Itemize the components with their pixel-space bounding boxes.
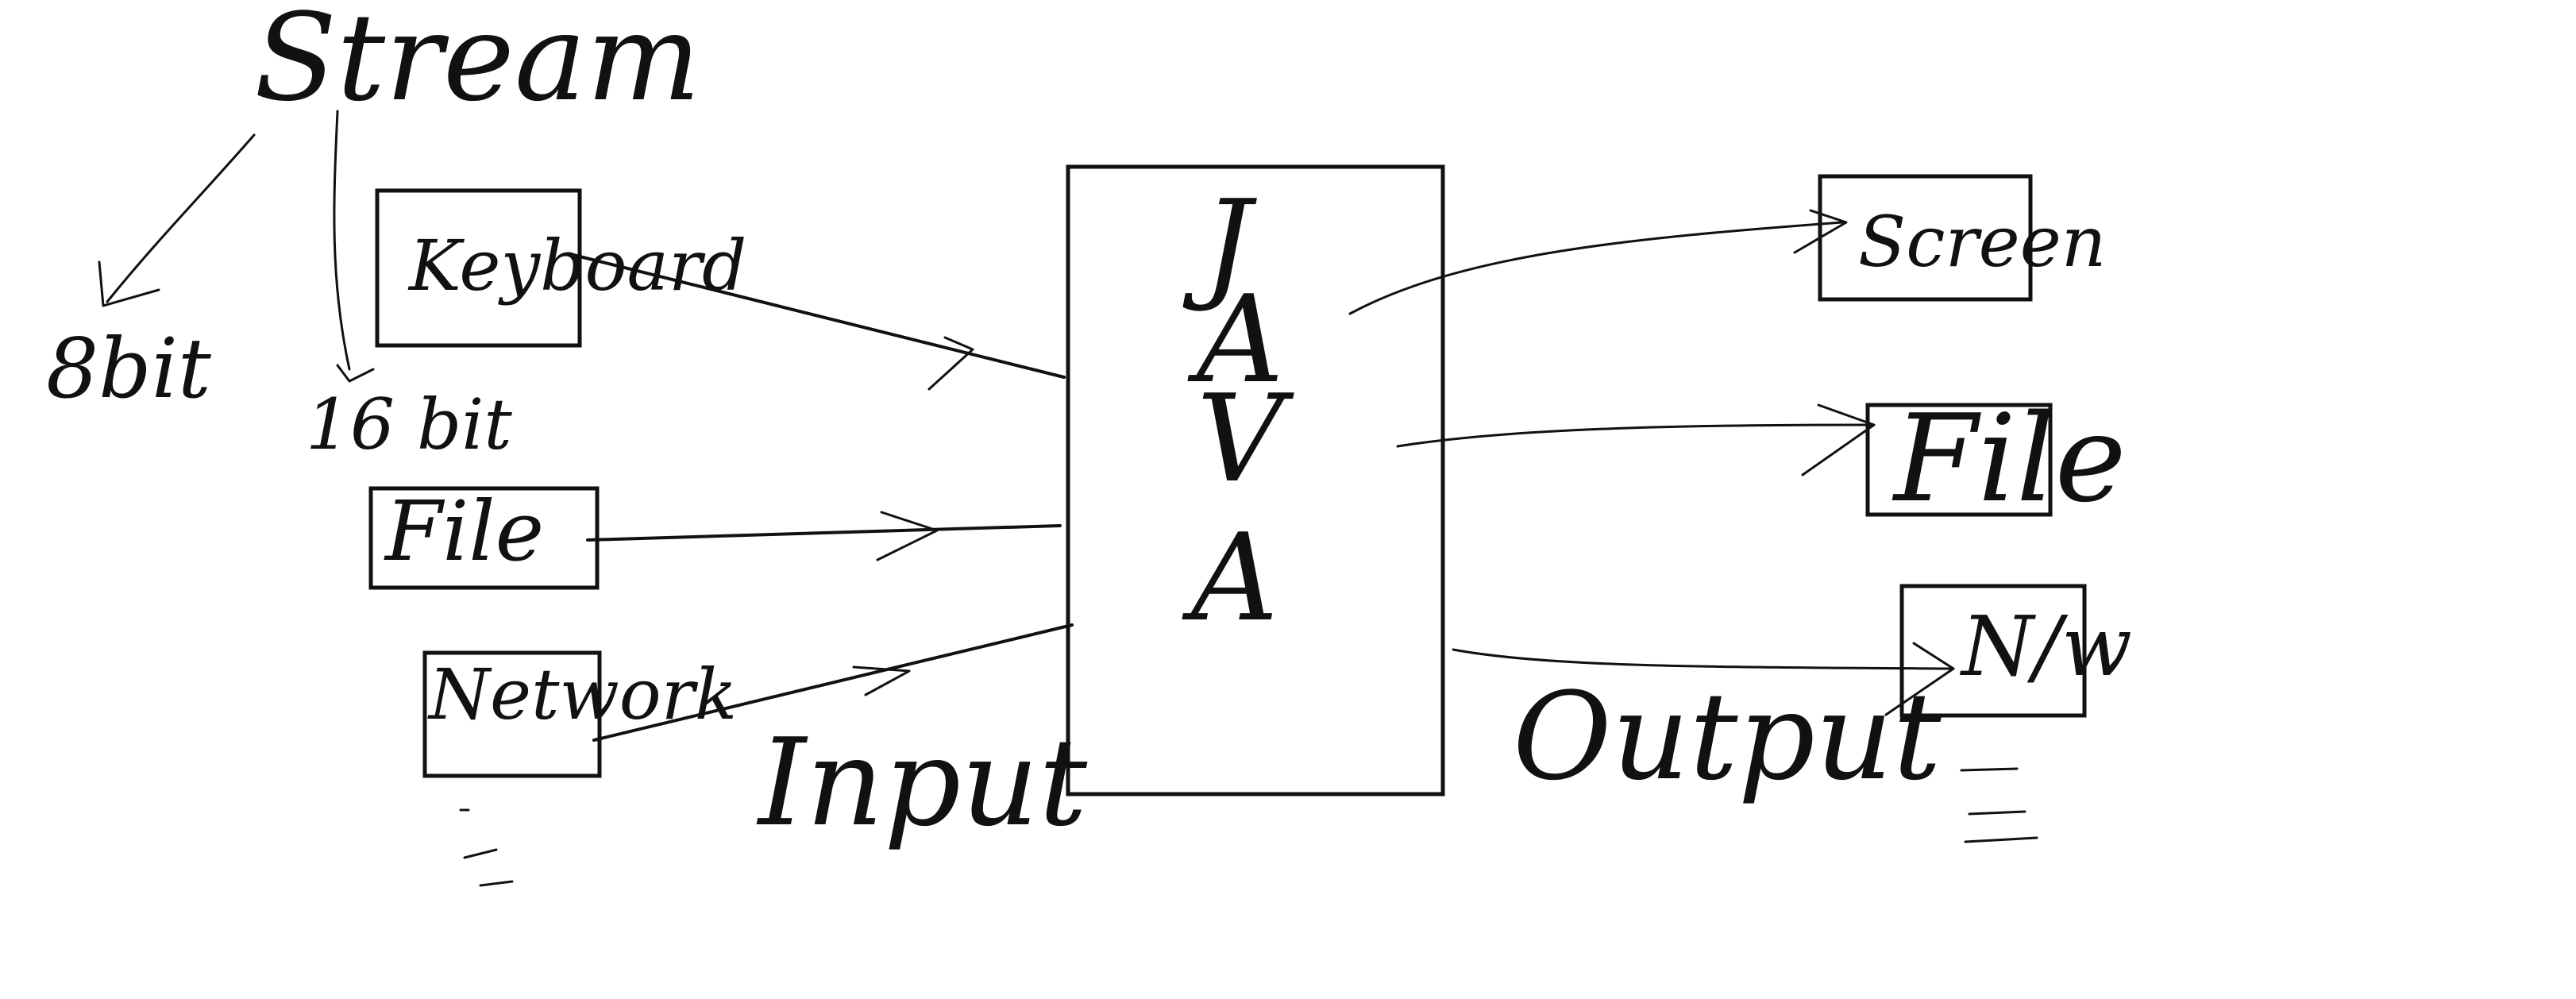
keyboard-connector [569, 253, 1066, 379]
stream-to-16bit-branch [333, 110, 351, 371]
stream-label: Stream [254, 0, 701, 128]
screen-arrowhead [1793, 209, 1848, 254]
output-label: Output [1513, 666, 1942, 807]
stream-to-8bit-branch [106, 133, 256, 303]
java-letter-a1: A [1187, 269, 1284, 410]
input-ditto-mark [459, 808, 514, 887]
16bit-arrowhead [336, 364, 375, 383]
screen-connector [1348, 221, 1844, 315]
file-output-connector [1396, 423, 1876, 448]
java-box [1066, 164, 1445, 796]
output-ditto-mark [1960, 767, 2038, 843]
java-letter-v: V [1197, 368, 1294, 509]
keyboard-box [375, 188, 582, 348]
nw-box [1899, 584, 2087, 718]
screen-label: Screen [1858, 201, 2106, 283]
file-output-box [1865, 403, 2053, 517]
file-input-connector [586, 524, 1062, 542]
8bit-label: 8bit [46, 320, 211, 417]
java-letter-a2: A [1182, 507, 1278, 648]
file-input-box [368, 486, 600, 590]
nw-connector [1452, 648, 1955, 670]
nw-label: N/w [1959, 598, 2132, 695]
keyboard-label: Keyboard [407, 225, 746, 307]
file-arrow-mark [876, 511, 939, 561]
16bit-label: 16 bit [306, 384, 512, 465]
file-input-label: File [384, 483, 544, 580]
file-output-label: File [1892, 388, 2127, 529]
nw-arrowhead [1884, 642, 1955, 716]
keyboard-arrow-mark [927, 336, 974, 391]
input-label: Input [756, 712, 1088, 853]
file-output-arrowhead [1801, 403, 1876, 476]
network-connector [592, 623, 1074, 742]
network-box [422, 650, 602, 778]
screen-box [1818, 174, 2033, 302]
network-label: Network [427, 654, 737, 735]
8bit-arrowhead [98, 260, 160, 307]
network-arrow-mark [852, 665, 911, 696]
